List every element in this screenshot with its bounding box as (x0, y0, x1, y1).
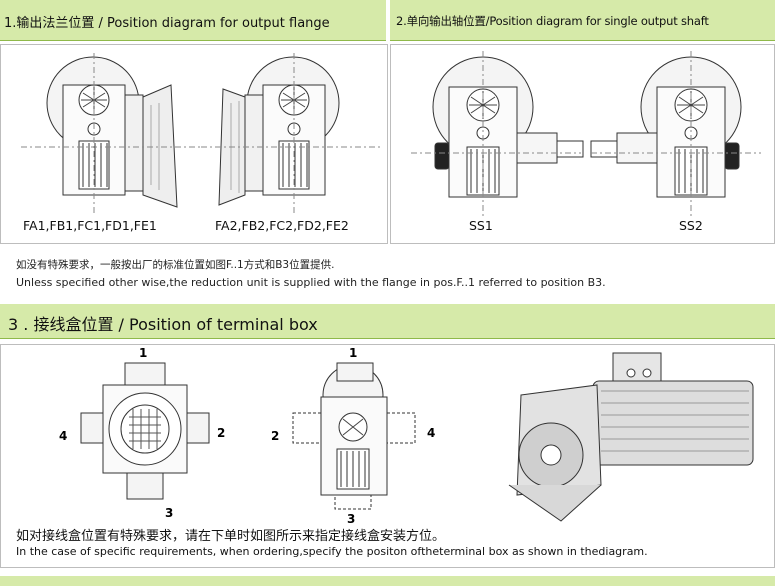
section2-panel: SS1 SS2 (390, 44, 775, 244)
section3-panel: 1 4 2 3 1 2 4 3 (0, 344, 775, 568)
gear-motor-iso-drawing (508, 352, 754, 522)
note-en: Unless specified other wise,the reductio… (16, 276, 606, 289)
reducer-ss2-drawing (590, 56, 742, 198)
section2-header: 2.单向输出轴位置/Position diagram for single ou… (390, 0, 775, 41)
label-ss1: SS1 (469, 218, 493, 233)
section3-note-cn: 如对接线盒位置有特殊要求，请在下单时如图所示来指定接线盒安装方位。 (16, 529, 446, 544)
shaft-diagram: SS1 SS2 (411, 51, 761, 233)
terminal-box-diagram: 1 4 2 3 1 2 4 3 (59, 346, 754, 526)
section3-header: 3 . 接线盒位置 / Position of terminal box (0, 304, 775, 339)
motor-end-view-drawing (80, 362, 210, 500)
flange-diagram: FA1,FB1,FC1,FD1,FE1 FA2,FB2,FC2,FD2,FE2 (21, 53, 381, 233)
reducer-view-drawing (292, 362, 416, 510)
reducer-fa1-drawing (46, 56, 178, 208)
reducer-fa2-drawing (218, 56, 340, 206)
fig2-label-top: 1 (349, 346, 357, 360)
section1-panel: FA1,FB1,FC1,FD1,FE1 FA2,FB2,FC2,FD2,FE2 (0, 44, 388, 244)
reducer-ss1-drawing (432, 56, 584, 198)
section3-note-en: In the case of specific requirements, wh… (16, 545, 648, 558)
fig1-label-right: 2 (217, 426, 225, 440)
fig1-label-bottom: 3 (165, 506, 173, 520)
section1-title: 1.输出法兰位置 / Position diagram for output f… (4, 16, 330, 31)
section3-title: 3 . 接线盒位置 / Position of terminal box (8, 315, 318, 334)
fig2-label-right: 4 (427, 426, 435, 440)
bottom-strip (0, 576, 775, 586)
fig2-label-bottom: 3 (347, 512, 355, 526)
label-ss2: SS2 (679, 218, 703, 233)
note-cn: 如没有特殊要求，一般按出厂的标准位置如图F..1方式和B3位置提供. (16, 259, 335, 271)
label-fa1: FA1,FB1,FC1,FD1,FE1 (23, 218, 157, 233)
fig1-label-top: 1 (139, 346, 147, 360)
section2-title: 2.单向输出轴位置/Position diagram for single ou… (396, 14, 709, 28)
label-fa2: FA2,FB2,FC2,FD2,FE2 (215, 218, 349, 233)
fig2-label-left: 2 (271, 429, 279, 443)
fig1-label-left: 4 (59, 429, 67, 443)
section1-header: 1.输出法兰位置 / Position diagram for output f… (0, 0, 386, 41)
